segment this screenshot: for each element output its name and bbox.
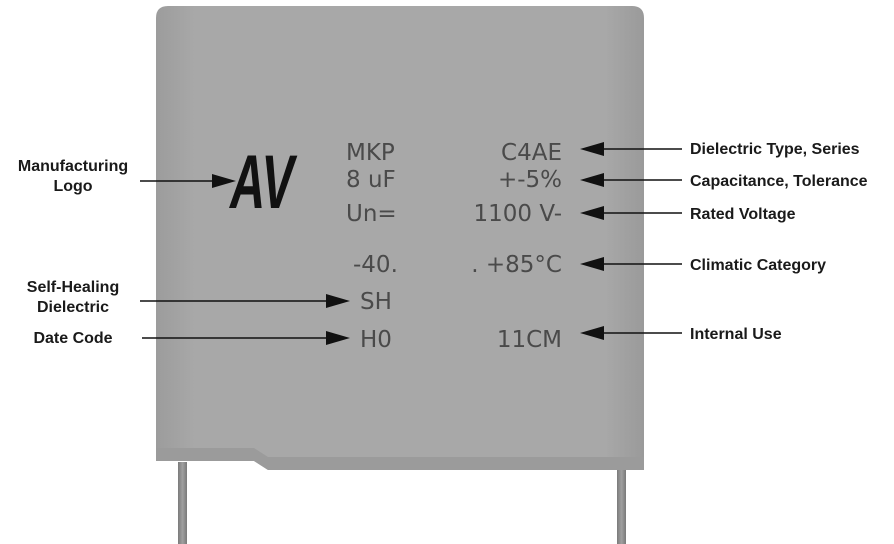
marking-climatic-high: . +85°C bbox=[471, 252, 562, 278]
marking-capacitance: 8 uF bbox=[346, 167, 396, 193]
right-lead bbox=[617, 462, 626, 544]
manufacturing-logo: AV bbox=[229, 140, 298, 225]
arrow-dielectric-series bbox=[580, 142, 682, 156]
arrow-manufacturing-logo bbox=[140, 174, 236, 188]
callout-rated-voltage: Rated Voltage bbox=[690, 206, 796, 223]
callout-dielectric-series: Dielectric Type, Series bbox=[690, 141, 860, 158]
marking-self-healing: SH bbox=[360, 289, 392, 315]
callout-manufacturing-logo-line1: Manufacturing bbox=[18, 158, 128, 175]
arrow-internal-use bbox=[580, 326, 682, 340]
capacitor-body bbox=[156, 6, 644, 470]
callout-self-healing-line1: Self-Healing bbox=[27, 279, 119, 296]
marking-series: C4AE bbox=[501, 140, 562, 166]
callout-climatic-category: Climatic Category bbox=[690, 257, 826, 274]
marking-climatic-low: -40. bbox=[353, 252, 398, 278]
marking-date-code: H0 bbox=[360, 327, 392, 353]
arrow-rated-voltage bbox=[580, 206, 682, 220]
callout-self-healing-line2: Dielectric bbox=[37, 299, 109, 316]
left-lead bbox=[178, 462, 187, 544]
callout-internal-use: Internal Use bbox=[690, 326, 782, 343]
marking-internal-code: 11CM bbox=[497, 327, 562, 353]
marking-voltage: 1100 V- bbox=[473, 201, 562, 227]
arrow-climatic-category bbox=[580, 257, 682, 271]
arrow-date-code bbox=[142, 331, 350, 345]
callout-date-code: Date Code bbox=[33, 330, 112, 347]
capacitor-bottom-edge bbox=[156, 448, 644, 470]
callout-manufacturing-logo-line2: Logo bbox=[53, 178, 92, 195]
marking-voltage-prefix: Un= bbox=[346, 201, 397, 227]
arrow-capacitance bbox=[580, 173, 682, 187]
callout-capacitance-tolerance-visible: Capacitance, Tolerance bbox=[690, 173, 868, 190]
arrow-self-healing bbox=[140, 294, 350, 308]
marking-dielectric: MKP bbox=[346, 140, 395, 166]
manufacturing-logo-text: AV bbox=[229, 140, 298, 225]
capacitor-markings: MKP C4AE 8 uF +-5% Un= 1100 V- -40. . +8… bbox=[346, 140, 562, 353]
marking-tolerance: +-5% bbox=[498, 167, 562, 193]
